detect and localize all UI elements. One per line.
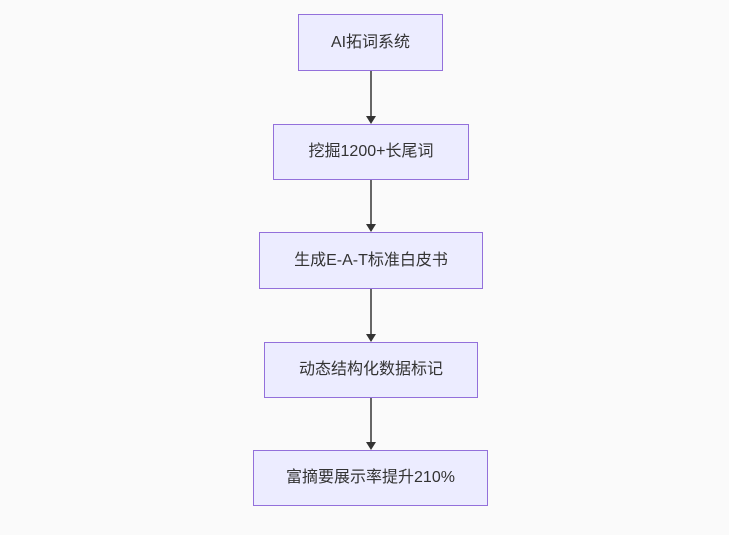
arrow-line	[370, 398, 372, 442]
node-eat-whitepaper: 生成E-A-T标准白皮书	[259, 232, 483, 289]
node-longtail-keyword-mining: 挖掘1200+长尾词	[273, 124, 469, 180]
arrow-edge-3	[365, 289, 377, 342]
arrow-head-icon	[366, 224, 376, 232]
node-ai-keyword-system: AI拓词系统	[298, 14, 443, 71]
arrow-head-icon	[366, 442, 376, 450]
arrow-line	[370, 289, 372, 334]
arrow-edge-1	[365, 71, 377, 124]
arrow-edge-4	[365, 398, 377, 450]
node-rich-snippet-result: 富摘要展示率提升210%	[253, 450, 488, 506]
arrow-head-icon	[366, 334, 376, 342]
arrow-line	[370, 71, 372, 116]
arrow-edge-2	[365, 180, 377, 232]
node-structured-data-markup: 动态结构化数据标记	[264, 342, 478, 398]
arrow-line	[370, 180, 372, 224]
arrow-head-icon	[366, 116, 376, 124]
